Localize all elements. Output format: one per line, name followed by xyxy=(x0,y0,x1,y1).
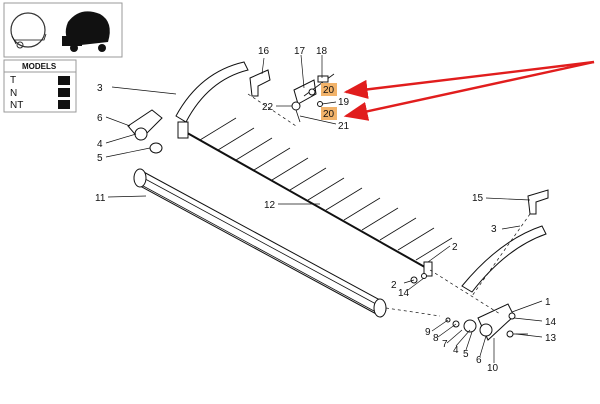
callout-2-lower: 2 xyxy=(391,280,397,291)
model-marker-t xyxy=(58,76,70,85)
callout-5-left: 5 xyxy=(97,153,103,164)
right-bushing xyxy=(463,319,477,333)
left-bushing xyxy=(149,142,163,154)
left-arm xyxy=(175,61,249,123)
highlight-arrow-lower xyxy=(343,60,595,121)
models-table: MODELS T N NT xyxy=(3,59,77,113)
callout-6-left: 6 xyxy=(97,113,103,124)
callout-21: 21 xyxy=(338,121,350,132)
highlight-arrow-upper xyxy=(343,60,595,99)
callout-1: 1 xyxy=(545,297,551,308)
spring-assembly xyxy=(291,73,335,123)
left-bearing xyxy=(134,127,148,141)
highlight-box-20-upper xyxy=(321,83,337,96)
baler-solid-icon xyxy=(62,11,110,52)
model-label-nt: NT xyxy=(10,100,23,111)
model-marker-n xyxy=(58,88,70,97)
callout-18: 18 xyxy=(316,46,328,57)
callout-4-right: 4 xyxy=(453,345,459,356)
model-label-t: T xyxy=(10,75,16,86)
callout-8: 8 xyxy=(433,333,439,344)
callout-10: 10 xyxy=(487,363,499,374)
lower-bolt xyxy=(421,273,427,279)
right-bearing xyxy=(479,323,493,337)
baler-outline-icon xyxy=(10,12,47,49)
callout-14-left: 14 xyxy=(398,288,410,299)
callout-3-right: 3 xyxy=(491,224,497,235)
callout-19: 19 xyxy=(338,97,350,108)
callout-11: 11 xyxy=(95,193,106,204)
right-arm xyxy=(461,225,547,293)
callout-15: 15 xyxy=(472,193,484,204)
tine-shaft xyxy=(177,117,453,277)
callout-16: 16 xyxy=(258,46,270,57)
right-pin xyxy=(508,312,516,320)
right-bracket-15 xyxy=(527,189,549,215)
model-label-n: N xyxy=(10,88,17,99)
leader-lines xyxy=(105,54,543,363)
callout-6-right: 6 xyxy=(476,355,482,366)
callout-2-right: 2 xyxy=(452,242,458,253)
callout-20-upper: 20 xyxy=(323,85,335,96)
callout-17: 17 xyxy=(294,46,306,57)
callout-20-lower: 20 xyxy=(323,109,335,120)
callout-12: 12 xyxy=(264,200,276,211)
callout-22: 22 xyxy=(262,102,274,113)
callout-3-left: 3 xyxy=(97,83,103,94)
callout-4-left: 4 xyxy=(97,139,103,150)
callout-labels: 3 6 4 5 11 12 16 17 18 20 19 22 20 21 2 … xyxy=(95,46,557,374)
callout-14-right: 14 xyxy=(545,317,557,328)
models-title: MODELS xyxy=(22,62,57,71)
highlight-box-20-lower xyxy=(321,107,337,120)
roller-drum xyxy=(133,168,441,318)
callout-5-right: 5 xyxy=(463,349,469,360)
model-marker-nt xyxy=(58,100,70,109)
callout-7: 7 xyxy=(442,339,448,350)
upper-bracket-16 xyxy=(249,69,271,97)
callout-13: 13 xyxy=(545,333,557,344)
model-thumbnail-box xyxy=(3,2,123,58)
tine-row xyxy=(199,117,453,261)
callout-9: 9 xyxy=(425,327,431,338)
